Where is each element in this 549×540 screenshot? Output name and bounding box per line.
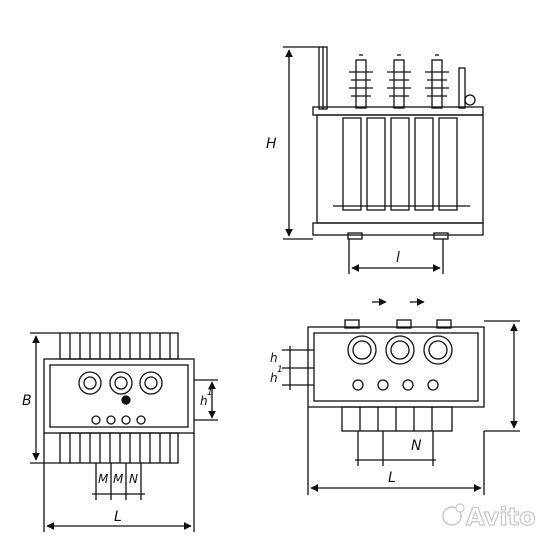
left-view — [30, 332, 218, 532]
avito-logo-icon — [442, 506, 462, 526]
bushing-1 — [349, 54, 373, 109]
avito-watermark: Avito — [442, 502, 536, 532]
dim-label-l: l — [396, 250, 400, 266]
avito-watermark-text: Avito — [466, 503, 536, 531]
dim-label-h1-right-sub: 1 — [277, 365, 283, 375]
dim-label-M2: M — [113, 472, 124, 486]
bushing-3 — [425, 54, 449, 109]
dim-label-h1-left-sub: 1 — [207, 388, 213, 398]
dim-label-M1: M — [98, 472, 109, 486]
dim-label-L-left: L — [114, 509, 122, 525]
front-view — [283, 46, 484, 274]
bushing-2 — [387, 54, 411, 109]
dim-label-L-right: L — [388, 470, 396, 486]
dim-label-h1-right: h — [270, 371, 278, 385]
dim-label-h-right: h — [270, 351, 278, 365]
right-view — [282, 298, 520, 495]
dim-label-N-left: N — [129, 472, 138, 486]
dim-label-N-right: N — [411, 438, 422, 454]
dim-label-B: B — [22, 393, 32, 409]
dim-label-H: H — [266, 136, 277, 152]
dim-label-h1-left: h — [200, 394, 208, 408]
